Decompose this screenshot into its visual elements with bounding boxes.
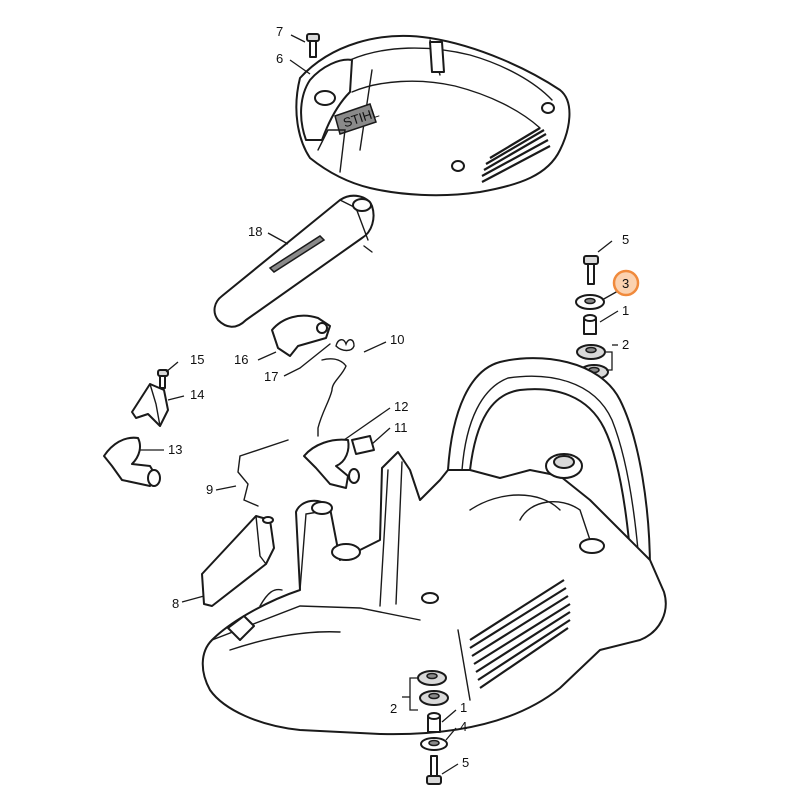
label-2-lower: 2 <box>390 701 397 716</box>
part-6-top-housing[interactable]: STIHL <box>295 34 571 197</box>
part-14-lever[interactable] <box>131 383 169 427</box>
label-5-lower: 5 <box>462 755 469 770</box>
part-13-trigger[interactable] <box>103 436 161 487</box>
part-12-throttle-lever[interactable] <box>303 438 360 489</box>
label-7: 7 <box>276 24 283 39</box>
part-15-screw[interactable] <box>157 369 169 389</box>
label-13: 13 <box>168 442 182 457</box>
label-15: 15 <box>190 352 204 367</box>
engine-grille <box>469 579 571 689</box>
part-11-clip[interactable] <box>351 435 375 455</box>
part-16-bracket[interactable] <box>271 314 331 357</box>
label-3: 3 <box>622 276 629 291</box>
label-18: 18 <box>248 224 262 239</box>
part-2-buffer-lower[interactable] <box>417 670 449 706</box>
label-1-lower: 1 <box>460 700 467 715</box>
label-17: 17 <box>264 369 278 384</box>
part-4-washer[interactable] <box>420 737 448 751</box>
part-17-spring[interactable] <box>299 339 355 369</box>
part-5-screw-lower[interactable] <box>426 755 442 785</box>
label-14: 14 <box>190 387 204 402</box>
engine-housing[interactable] <box>201 357 667 736</box>
leader-lines <box>140 34 619 775</box>
part-10-wire-rod[interactable] <box>317 358 347 437</box>
label-12: 12 <box>394 399 408 414</box>
label-8: 8 <box>172 596 179 611</box>
label-16: 16 <box>234 352 248 367</box>
part-1-sleeve-lower[interactable] <box>427 712 441 733</box>
part-5-screw-upper[interactable] <box>583 255 599 285</box>
part-8-side-plate[interactable] <box>201 515 275 607</box>
part-7-screw[interactable] <box>306 33 320 58</box>
part-9-wire[interactable] <box>237 439 289 507</box>
label-4: 4 <box>460 719 467 734</box>
label-2-upper: 2 <box>622 337 629 352</box>
part-18-handle[interactable] <box>213 194 375 328</box>
part-3-washer-highlighted[interactable] <box>575 294 605 310</box>
housing-grille <box>481 127 551 183</box>
part-1-sleeve-upper[interactable] <box>583 314 597 335</box>
highlight-callout-3[interactable] <box>612 269 640 297</box>
label-6: 6 <box>276 51 283 66</box>
label-10: 10 <box>390 332 404 347</box>
label-11: 11 <box>394 420 408 435</box>
label-1-upper: 1 <box>622 303 629 318</box>
label-5-upper: 5 <box>622 232 629 247</box>
callout-labels: 7 6 18 5 3 1 2 15 14 13 16 17 10 12 11 9… <box>168 24 629 770</box>
label-9: 9 <box>206 482 213 497</box>
brand-plate <box>334 103 377 135</box>
